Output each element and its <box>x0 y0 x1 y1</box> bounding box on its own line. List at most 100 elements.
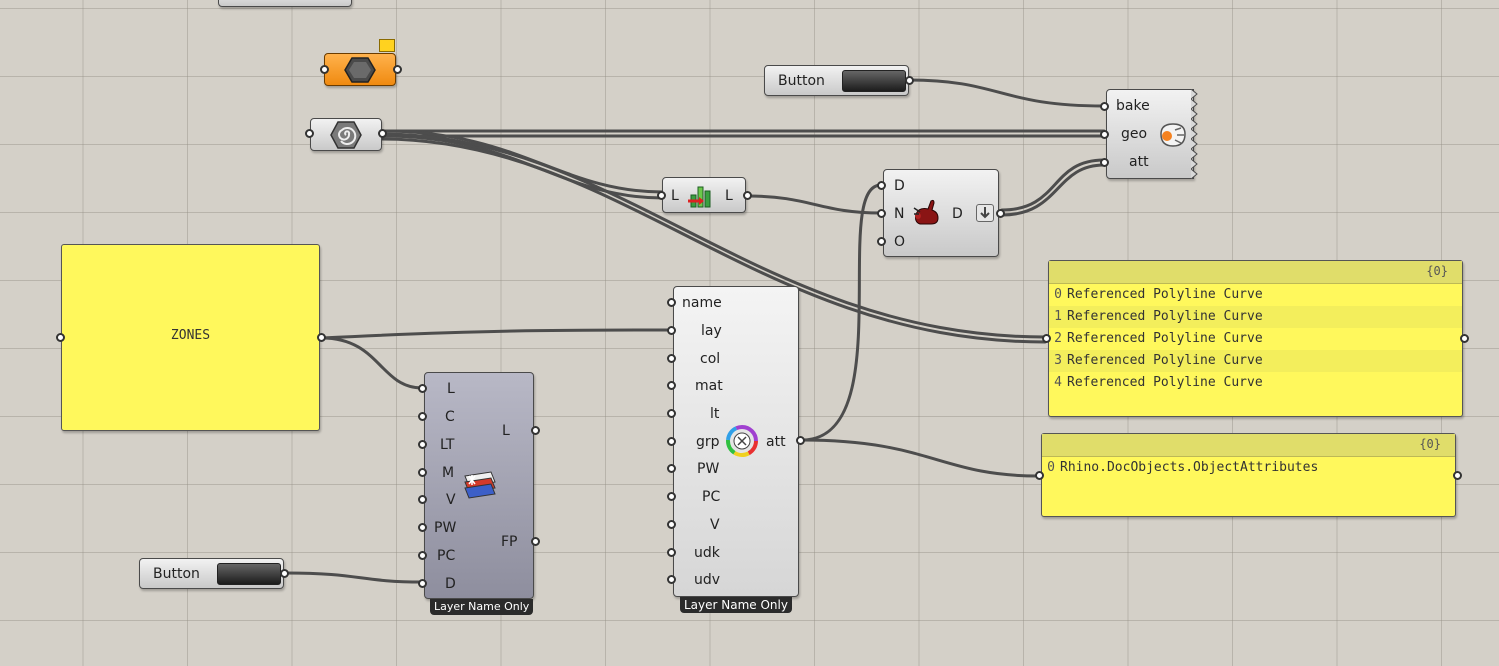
button-toggle[interactable] <box>217 563 281 585</box>
input-grip[interactable] <box>667 464 676 473</box>
input-label-l: L <box>447 381 455 397</box>
output-grip[interactable] <box>1453 471 1462 480</box>
input-label-pc: PC <box>702 489 721 505</box>
output-grip[interactable] <box>531 426 540 435</box>
curve-param-component[interactable] <box>310 118 382 151</box>
input-grip[interactable] <box>1035 471 1044 480</box>
attributes-wheel-icon <box>726 425 758 457</box>
input-grip[interactable] <box>667 575 676 584</box>
output-grip[interactable] <box>743 191 752 200</box>
output-grip[interactable] <box>905 76 914 85</box>
input-grip[interactable] <box>418 440 427 449</box>
output-label-d: D <box>952 206 963 222</box>
output-label: L <box>725 188 733 204</box>
output-label-l: L <box>502 423 510 439</box>
input-grip[interactable] <box>418 579 427 588</box>
input-label-mat: mat <box>695 378 723 394</box>
input-grip-att[interactable] <box>1100 158 1109 167</box>
input-label-bake: bake <box>1116 98 1150 114</box>
hexagon-param-icon <box>344 57 376 83</box>
input-grip[interactable] <box>418 523 427 532</box>
input-grip[interactable] <box>667 409 676 418</box>
input-label-att: att <box>1129 154 1149 170</box>
input-grip[interactable] <box>667 298 676 307</box>
input-grip[interactable] <box>667 437 676 446</box>
input-grip-o[interactable] <box>877 237 886 246</box>
dispatch-rabbit-icon <box>913 199 939 225</box>
input-grip[interactable] <box>418 384 427 393</box>
input-grip[interactable] <box>418 551 427 560</box>
input-grip[interactable] <box>56 333 65 342</box>
wire <box>800 438 1040 478</box>
input-label-pw: PW <box>697 461 720 477</box>
boolean-button-component[interactable]: Button <box>139 558 284 589</box>
input-grip[interactable] <box>667 381 676 390</box>
input-grip-n[interactable] <box>877 209 886 218</box>
attributes-component[interactable]: name lay col mat lt grp PW PC V udk udv … <box>673 286 799 597</box>
input-label-name: name <box>682 295 722 311</box>
input-grip[interactable] <box>1042 334 1051 343</box>
offscreen-component[interactable] <box>218 0 352 7</box>
output-grip[interactable] <box>378 129 387 138</box>
input-grip[interactable] <box>667 520 676 529</box>
wire <box>320 336 424 390</box>
curve-param-icon <box>330 121 362 149</box>
button-label: Button <box>153 566 200 582</box>
list-item-component[interactable]: L L <box>662 177 746 213</box>
zones-text: ZONES <box>170 328 211 343</box>
warning-flag-icon <box>379 39 395 52</box>
input-label-geo: geo <box>1121 126 1148 142</box>
layer-component[interactable]: L C LT M V PW PC D L FP <box>424 372 534 599</box>
input-label-v: V <box>710 517 720 533</box>
input-label-lt: LT <box>440 437 455 453</box>
input-label-d: D <box>894 178 905 194</box>
list-item-icon <box>688 186 711 208</box>
wire <box>380 137 1047 344</box>
input-grip[interactable] <box>418 495 427 504</box>
input-grip[interactable] <box>667 492 676 501</box>
input-label-c: C <box>445 409 455 425</box>
geometry-param-component[interactable] <box>324 53 396 86</box>
output-grip[interactable] <box>1460 334 1469 343</box>
input-grip-bake[interactable] <box>1100 102 1109 111</box>
input-grip[interactable] <box>418 468 427 477</box>
input-grip[interactable] <box>418 412 427 421</box>
input-grip[interactable] <box>657 191 666 200</box>
input-label-col: col <box>700 351 721 367</box>
boolean-button-component[interactable]: Button <box>764 65 909 96</box>
input-label-d: D <box>445 576 456 592</box>
bake-icon <box>1160 123 1186 147</box>
output-grip[interactable] <box>531 537 540 546</box>
input-label-udv: udv <box>694 572 721 588</box>
output-grip-d[interactable] <box>996 209 1005 218</box>
input-grip[interactable] <box>667 354 676 363</box>
wire <box>746 194 883 215</box>
dispatch-component[interactable]: D N O D <box>883 169 999 257</box>
input-grip-d[interactable] <box>877 181 886 190</box>
input-grip-geo[interactable] <box>1100 130 1109 139</box>
zones-panel[interactable]: ZONES <box>61 244 320 431</box>
input-label: L <box>671 188 679 204</box>
output-grip[interactable] <box>393 65 402 74</box>
output-label-att: att <box>766 434 786 450</box>
input-grip[interactable] <box>320 65 329 74</box>
input-label-n: N <box>894 206 905 222</box>
download-arrow-icon[interactable] <box>976 204 994 222</box>
wire <box>1000 163 1106 217</box>
output-grip[interactable] <box>317 333 326 342</box>
wire <box>320 328 672 340</box>
output-grip[interactable] <box>280 569 289 578</box>
input-grip[interactable] <box>667 548 676 557</box>
output-grip[interactable] <box>796 436 805 445</box>
input-label-lay: lay <box>701 323 722 339</box>
bake-component[interactable]: bake geo att <box>1106 89 1198 179</box>
input-grip[interactable] <box>667 326 676 335</box>
button-toggle[interactable] <box>842 70 906 92</box>
input-grip[interactable] <box>305 129 314 138</box>
